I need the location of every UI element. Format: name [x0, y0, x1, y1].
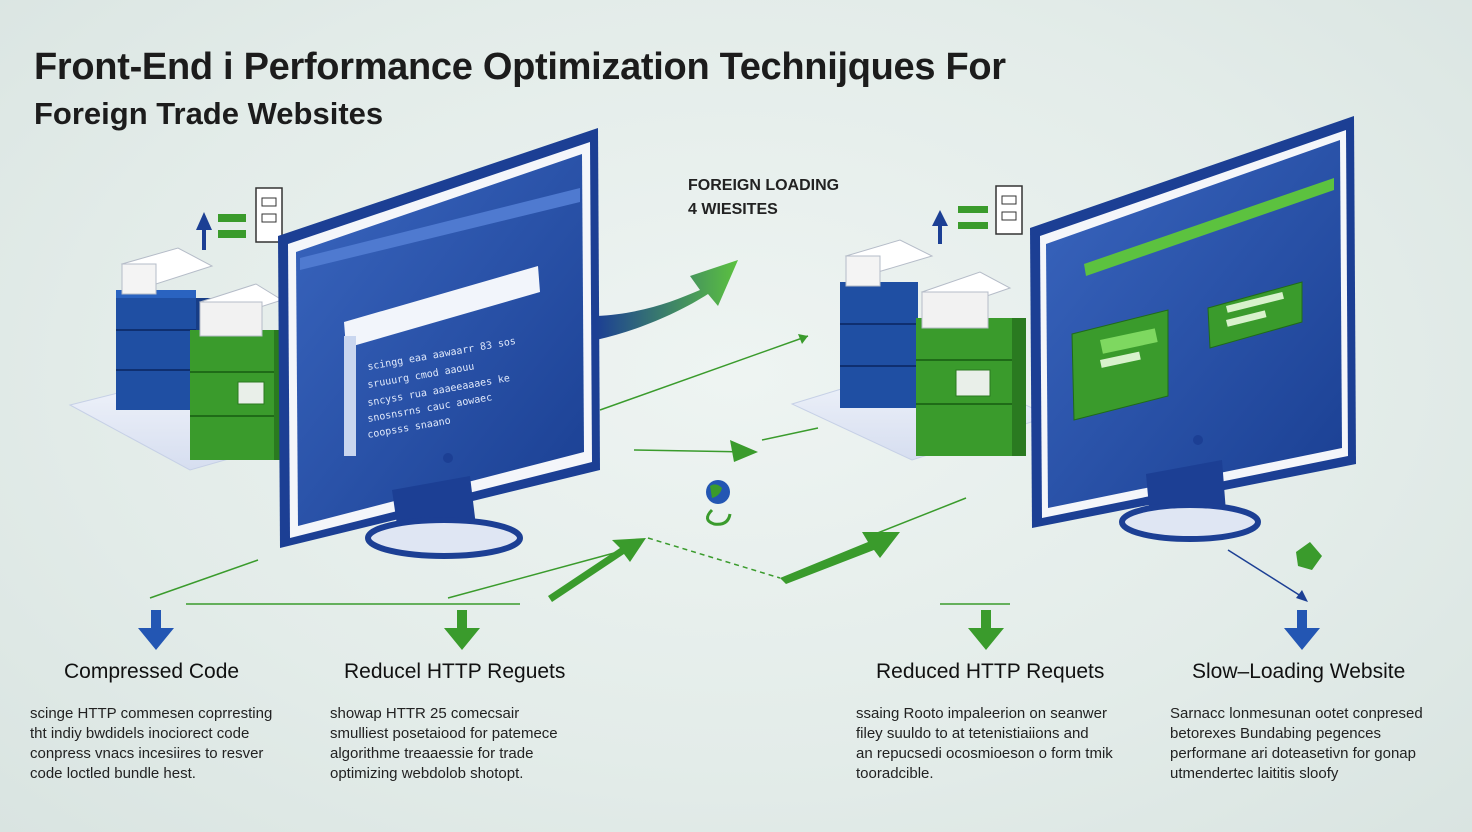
description-line: showap HTTR 25 comecsair [330, 705, 520, 722]
description-line: betorexes Bundabing pegences [1170, 725, 1381, 742]
description-line: Sarnacc lonmesunan ootet conpresed [1170, 705, 1423, 722]
green-arrow [548, 538, 646, 602]
column-reduced-http: Reduced HTTP Requets ssaing Rooto impale… [856, 660, 1113, 784]
diagram-label: FOREIGN LOADING 4 WIESITES [688, 174, 839, 222]
column-heading: Reduced HTTP Requets [876, 660, 1105, 683]
column-slow-loading: Slow–Loading Website Sarnacc lonmesunan … [1170, 660, 1423, 784]
description-line: smulliest posetaiood for patemece [330, 725, 558, 742]
leaf-icon [1296, 542, 1322, 570]
document-icon [995, 185, 1023, 235]
left-monitor: scingg eaa aawaarr 83 sos sruuurg cmod a… [278, 128, 600, 559]
description-line: tht indiy bwdidels inociorect code [30, 725, 250, 742]
document-icon [255, 187, 283, 243]
diagram-label-line1: FOREIGN LOADING [688, 177, 840, 194]
column-heading: Reducel HTTP Reguets [344, 660, 566, 683]
description-line: filey suuldo to at tetenistiaiions and [856, 725, 1089, 742]
description-line: tooradcible. [856, 765, 934, 782]
connector-lines [149, 335, 1010, 605]
column-heading: Compressed Code [64, 660, 240, 683]
description-line: an repucsedi ocosmioeson o form tmik [856, 745, 1113, 762]
left-server-stack [68, 247, 332, 471]
down-arrow-icon [1284, 610, 1320, 650]
column-heading: Slow–Loading Website [1192, 660, 1406, 683]
page-title: Front-End i Performance Optimization Tec… [34, 46, 1006, 88]
screen-card [1207, 281, 1303, 349]
column-description: ssaing Rooto impaleerion on seanwer file… [856, 704, 1113, 784]
column-description: scinge HTTP commesen coprresting tht ind… [30, 704, 272, 784]
column-description: showap HTTR 25 comecsair smulliest poset… [330, 704, 565, 784]
description-line: conpress vnacs incesiires to resver [30, 745, 264, 762]
down-arrow-icon [138, 610, 174, 650]
big-flow-arrow [596, 260, 738, 340]
arrow-head [730, 440, 758, 462]
description-line: scinge HTTP commesen coprresting [30, 705, 273, 722]
down-arrow-icon [444, 610, 480, 650]
globe-icon [706, 480, 732, 526]
screen-card [1071, 309, 1169, 421]
description-line: code loctled bundle hest. [30, 765, 196, 782]
description-line: performane ari doteasetivn for gonap [1170, 745, 1416, 762]
description-line: optimizing webdolob shotopt. [330, 765, 524, 782]
diagram-label-line2: 4 WIESITES [688, 201, 778, 218]
up-arrow-icon [196, 212, 246, 250]
right-server-stack [790, 239, 1052, 461]
green-arrow [780, 532, 900, 584]
column-reducel-http: Reducel HTTP Reguets showap HTTR 25 come… [330, 660, 566, 784]
description-line: algorithme treaaessie for trade [330, 745, 534, 762]
description-line: utmendertec laititis sloofy [1170, 765, 1339, 782]
description-line: ssaing Rooto impaleerion on seanwer [856, 705, 1107, 722]
right-monitor [1030, 116, 1356, 542]
down-arrow-icon [968, 610, 1004, 650]
column-description: Sarnacc lonmesunan ootet conpresed betor… [1170, 704, 1423, 784]
page-subtitle: Foreign Trade Websites [34, 96, 384, 131]
column-compressed-code: Compressed Code scinge HTTP commesen cop… [30, 660, 272, 784]
up-arrow-icon [932, 206, 988, 244]
